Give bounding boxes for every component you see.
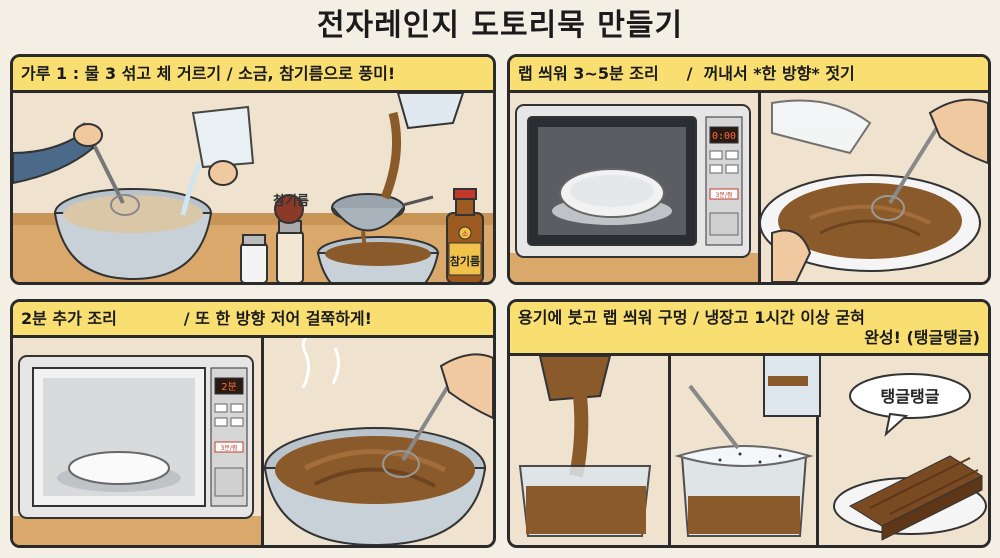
microwave-button-label: 3분/찜 <box>221 445 238 452</box>
step-panel-1: 가루 1 : 물 3 섞고 체 거르기 / 소금, 참기름으로 풍미! <box>10 54 496 285</box>
step-panel-4: 용기에 붓고 랩 씌워 구멍 / 냉장고 1시간 이상 굳혀 완성! (탱글탱글… <box>507 299 991 548</box>
microwave-display: 2분 <box>221 381 237 393</box>
step-4-caption: 용기에 붓고 랩 씌워 구멍 / 냉장고 1시간 이상 굳혀 완성! (탱글탱글… <box>510 302 988 356</box>
mixing-scene: 참기름 소 참기름 <box>13 93 493 282</box>
step-3-caption-a: 2분 추가 조리 <box>21 309 117 328</box>
step-2-illustration: 0:00 3분/찜 <box>510 93 988 282</box>
microwave-thicken-scene: 2분 3분/찜 <box>13 338 493 545</box>
step-4-caption-line-2: 완성! (탱글탱글) <box>864 328 980 347</box>
step-2-caption-a: 랩 씌워 3~5분 조리 <box>518 64 659 83</box>
microwave-stir-scene: 0:00 3분/찜 <box>510 93 988 282</box>
page-title: 전자레인지 도토리묵 만들기 <box>316 8 684 43</box>
speech-bubble-text: 탱글탱글 <box>881 387 940 406</box>
step-4-illustration: 탱글탱글 <box>510 356 988 545</box>
bottle-logo: 소 <box>462 230 469 238</box>
set-and-serve-scene: 탱글탱글 <box>510 356 988 545</box>
step-4-caption-line-1: 용기에 붓고 랩 씌워 구멍 / 냉장고 1시간 이상 굳혀 <box>518 308 865 327</box>
step-1-caption-text: 가루 1 : 물 3 섞고 체 거르기 / 소금, 참기름으로 풍미! <box>21 64 396 83</box>
oil-tag: 참기름 <box>273 193 309 209</box>
step-3-caption: 2분 추가 조리 / 또 한 방향 저어 걸쭉하게! <box>13 302 493 338</box>
step-panel-3: 2분 추가 조리 / 또 한 방향 저어 걸쭉하게! 2분 3분/찜 <box>10 299 496 548</box>
step-1-caption: 가루 1 : 물 3 섞고 체 거르기 / 소금, 참기름으로 풍미! <box>13 57 493 93</box>
step-2-caption-b: / 꺼내서 *한 방향* 젓기 <box>686 64 855 83</box>
step-2-caption: 랩 씌워 3~5분 조리 / 꺼내서 *한 방향* 젓기 <box>510 57 988 93</box>
step-1-illustration: 참기름 소 참기름 <box>13 93 493 282</box>
bottle-label: 참기름 <box>450 254 480 268</box>
microwave-display: 0:00 <box>712 131 736 142</box>
step-3-caption-b: / 또 한 방향 저어 걸쭉하게! <box>183 309 372 328</box>
step-3-illustration: 2분 3분/찜 <box>13 338 493 545</box>
step-panel-2: 랩 씌워 3~5분 조리 / 꺼내서 *한 방향* 젓기 0:00 3분/찜 <box>507 54 991 285</box>
microwave-button-label: 3분/찜 <box>716 192 733 199</box>
